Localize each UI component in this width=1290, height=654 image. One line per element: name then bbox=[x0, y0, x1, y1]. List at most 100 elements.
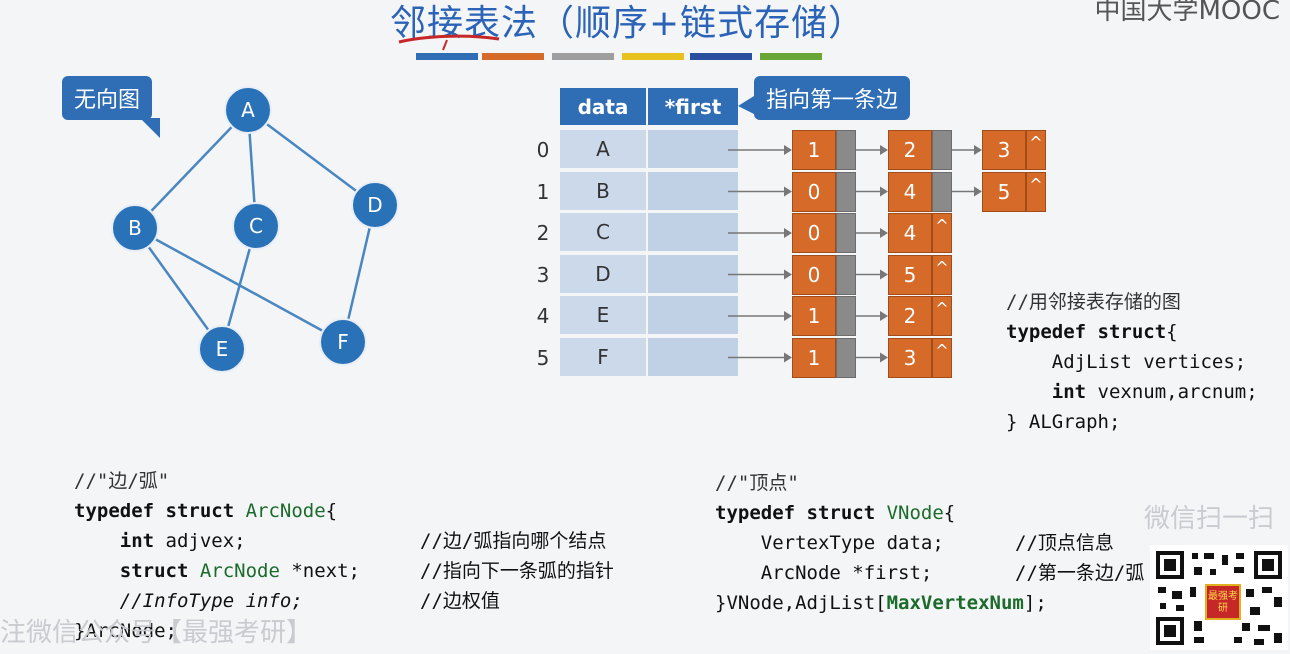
stripe-1 bbox=[416, 53, 478, 60]
watermark-left: 注微信公众号【最强考研】 bbox=[0, 618, 313, 648]
callout-first-edge: 指向第一条边 bbox=[754, 76, 911, 120]
code-keyword: struct bbox=[119, 560, 189, 582]
code-text: }ArcNode; bbox=[74, 620, 177, 642]
list-node-value: 0 bbox=[792, 254, 836, 295]
table-cell-data: E bbox=[560, 296, 646, 334]
null-pointer: ^ bbox=[932, 213, 952, 253]
list-node: 1 bbox=[792, 337, 856, 378]
next-pointer bbox=[836, 337, 856, 378]
list-node: 5^ bbox=[982, 171, 1046, 212]
code-comment: //边权值 bbox=[420, 590, 500, 612]
code-text: { bbox=[1166, 321, 1178, 343]
null-pointer: ^ bbox=[1026, 171, 1046, 212]
arrow-head bbox=[974, 145, 982, 155]
list-node-value: 4 bbox=[888, 213, 932, 253]
code-comment: //"边/弧" bbox=[74, 470, 170, 492]
code-comment: //边/弧指向哪个结点 bbox=[420, 530, 607, 552]
next-pointer bbox=[932, 171, 952, 212]
graph-node-c: C bbox=[232, 202, 280, 250]
list-node-value: 3 bbox=[888, 337, 932, 378]
list-node: 0 bbox=[792, 254, 856, 295]
code-vnode: //"顶点" typedef struct VNode{ VertexType … bbox=[715, 468, 1047, 618]
code-text: AdjList vertices; bbox=[1051, 351, 1247, 373]
code-keyword: int bbox=[1051, 381, 1087, 403]
callout-label: 无向图 bbox=[74, 88, 141, 113]
table-cell-first bbox=[648, 254, 738, 293]
graph-node-e: E bbox=[198, 325, 246, 373]
arrow-head bbox=[974, 186, 982, 197]
table-row-index: 3 bbox=[536, 262, 550, 287]
list-node-value: 0 bbox=[792, 171, 836, 212]
code-comment: //"顶点" bbox=[715, 472, 799, 494]
stripe-2 bbox=[482, 53, 544, 60]
list-node: 3^ bbox=[888, 337, 952, 378]
list-node: 0 bbox=[792, 213, 856, 253]
code-text: { bbox=[325, 500, 338, 522]
next-pointer bbox=[836, 254, 856, 295]
next-pointer bbox=[836, 130, 856, 170]
graph-node-b: B bbox=[111, 204, 159, 252]
code-text: } ALGraph; bbox=[1006, 411, 1121, 433]
table-row-index: 0 bbox=[536, 138, 550, 162]
stripe-3 bbox=[552, 53, 614, 60]
handwritten-underline bbox=[398, 34, 500, 51]
code-text: ]; bbox=[1023, 592, 1047, 614]
arrow-head bbox=[784, 145, 792, 155]
list-node-value: 5 bbox=[888, 254, 932, 295]
list-node: 1 bbox=[792, 296, 856, 336]
arrow-head bbox=[880, 145, 888, 155]
code-type: ArcNode bbox=[188, 560, 280, 582]
code-comment: //指向下一条弧的指针 bbox=[420, 560, 614, 582]
qr-code-pattern bbox=[1156, 551, 1282, 645]
arrow-head bbox=[880, 228, 888, 238]
code-text: VertexType data; bbox=[760, 532, 944, 554]
list-node: 2^ bbox=[888, 296, 952, 336]
watermark-right: 微信扫一扫 bbox=[1144, 504, 1275, 534]
code-type: VNode bbox=[875, 502, 944, 524]
callout-tail bbox=[140, 118, 160, 138]
graph-node-a: A bbox=[224, 86, 272, 134]
code-text: adjvex; bbox=[154, 530, 246, 552]
code-text: ArcNode *first; bbox=[760, 562, 933, 584]
table-cell-data: C bbox=[560, 213, 646, 251]
list-node-value: 2 bbox=[888, 130, 932, 170]
list-node: 1 bbox=[792, 130, 856, 170]
code-keyword: typedef struct bbox=[1006, 321, 1167, 343]
arrow-head bbox=[784, 269, 792, 280]
table-cell-first bbox=[648, 296, 738, 334]
stripe-5 bbox=[690, 53, 752, 60]
stripe-4 bbox=[622, 53, 684, 60]
list-node-value: 4 bbox=[888, 171, 932, 212]
arrow-head bbox=[784, 228, 792, 238]
next-pointer bbox=[836, 171, 856, 212]
list-node-value: 2 bbox=[888, 296, 932, 336]
arrow-head bbox=[784, 311, 792, 321]
qr-badge: 最强考研 bbox=[1208, 591, 1238, 614]
qr-code-image: 最强考研 bbox=[1150, 545, 1288, 650]
list-node-value: 1 bbox=[792, 130, 836, 170]
list-node: 4^ bbox=[888, 213, 952, 253]
table-cell-first bbox=[648, 130, 738, 168]
list-node: 0 bbox=[792, 171, 856, 212]
next-pointer bbox=[932, 130, 952, 170]
code-arcnode-comments: //边/弧指向哪个结点 //指向下一条弧的指针 //边权值 bbox=[420, 526, 614, 616]
table-row-index: 1 bbox=[536, 179, 550, 204]
code-text: //InfoType info; bbox=[119, 590, 303, 612]
code-text: vexnum,arcnum; bbox=[1086, 381, 1258, 403]
null-pointer: ^ bbox=[1026, 130, 1046, 170]
list-node-value: 1 bbox=[792, 337, 836, 378]
list-node: 2 bbox=[888, 130, 952, 170]
table-row-index: 2 bbox=[536, 221, 550, 245]
table-cell-first bbox=[648, 213, 738, 251]
table-header-data: data bbox=[560, 88, 646, 125]
table-cell-data: B bbox=[560, 171, 646, 210]
table-cell-data: A bbox=[560, 130, 646, 168]
table-cell-first bbox=[648, 337, 738, 376]
code-text: }VNode,AdjList[ bbox=[715, 592, 887, 614]
null-pointer: ^ bbox=[932, 337, 952, 378]
list-node-value: 5 bbox=[982, 171, 1026, 212]
next-pointer bbox=[836, 296, 856, 336]
code-keyword: typedef struct bbox=[74, 500, 235, 522]
code-arcnode: //"边/弧" typedef struct ArcNode{ int adjv… bbox=[74, 466, 360, 646]
table-cell-data: F bbox=[560, 337, 646, 376]
